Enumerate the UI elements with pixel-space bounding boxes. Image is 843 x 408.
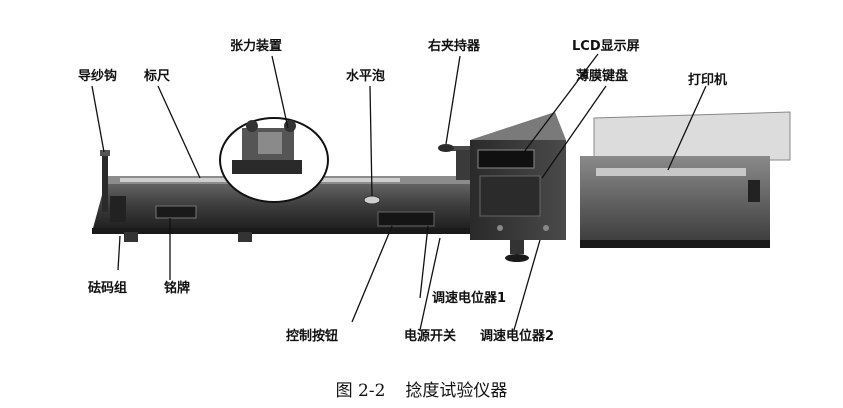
label-control-buttons: 控制按钮 (286, 329, 339, 344)
label-printer: 打印机 (688, 73, 728, 88)
guide-hook-post (100, 150, 110, 212)
label-membrane-keypad: 薄膜键盘 (576, 69, 629, 84)
label-tension-device: 张力装置 (230, 39, 283, 54)
instrument-feet (124, 232, 529, 262)
label-power-switch: 电源开关 (404, 329, 457, 344)
label-speed-pot-2: 调速电位器2 (480, 329, 555, 344)
label-speed-pot-1: 调速电位器1 (432, 291, 507, 306)
tension-device (219, 117, 329, 203)
printer-unit (580, 111, 791, 248)
label-ruler: 标尺 (144, 69, 171, 84)
label-spirit-level: 水平泡 (346, 69, 386, 84)
control-button-panel (377, 211, 435, 227)
label-weight-set: 砝码组 (88, 281, 128, 296)
label-lcd-screen: LCD显示屏 (572, 39, 640, 54)
caption-number: 图 2-2 (335, 381, 386, 401)
label-nameplate: 铭牌 (164, 281, 191, 296)
figure-caption: 图 2-2 捻度试验仪器 (0, 376, 843, 401)
label-guide-hook: 导纱钩 (78, 69, 118, 84)
caption-title: 捻度试验仪器 (405, 381, 508, 401)
leader-lines (91, 53, 707, 331)
weight-set (110, 196, 126, 222)
right-clamp (438, 144, 480, 180)
control-box (470, 112, 566, 240)
spirit-level (363, 195, 381, 205)
label-right-clamp: 右夹持器 (428, 39, 481, 54)
nameplate (155, 205, 197, 219)
